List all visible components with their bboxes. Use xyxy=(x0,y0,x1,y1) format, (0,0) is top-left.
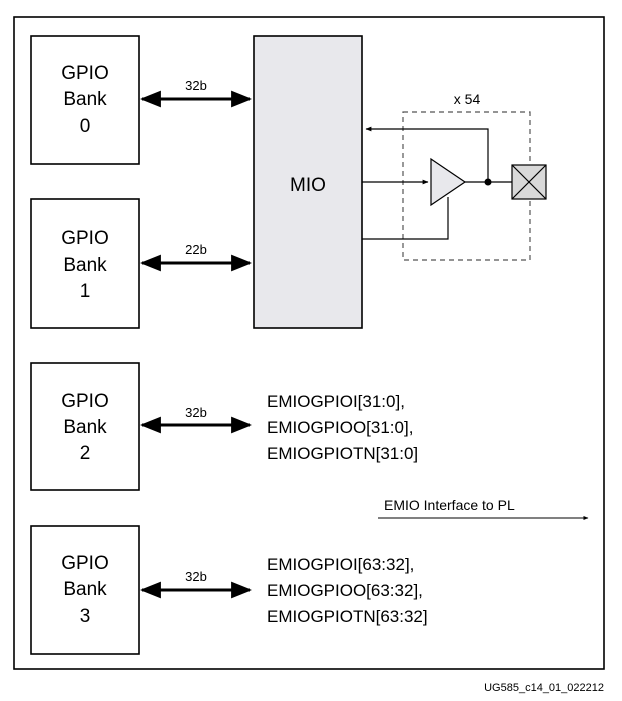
gpio-bank-3-line1: GPIO xyxy=(61,553,109,574)
emio-bank-3-signal-i: EMIOGPIOI[63:32], xyxy=(267,555,414,574)
bank-3-bus-width: 32b xyxy=(185,569,207,584)
junction-dot xyxy=(484,178,492,186)
mio-label: MIO xyxy=(290,175,326,196)
gpio-bank-3-line3: 3 xyxy=(80,606,91,627)
gpio-bank-1: GPIO Bank 1 xyxy=(30,198,140,329)
bank-2-bus-width: 32b xyxy=(185,405,207,420)
tristate-enable-line xyxy=(362,197,449,240)
mio-block xyxy=(253,35,363,329)
emio-bank-2-signal-o: EMIOGPIOO[31:0], xyxy=(267,418,413,437)
io-multiplier-label: x 54 xyxy=(454,91,481,107)
emio-bank-3-signal-o: EMIOGPIOO[63:32], xyxy=(267,581,423,600)
emio-bank-3-signal-tn: EMIOGPIOTN[63:32] xyxy=(267,607,428,626)
gpio-bank-3-box xyxy=(30,525,140,655)
gpio-bank-2-line3: 2 xyxy=(80,443,91,464)
gpio-bank-1-line2: Bank xyxy=(63,255,107,276)
gpio-bank-0-line1: GPIO xyxy=(61,63,109,84)
gpio-bank-0: GPIO Bank 0 xyxy=(30,35,140,165)
bank-0-bus-width: 32b xyxy=(185,78,207,93)
gpio-bank-0-box xyxy=(30,35,140,165)
emio-bank-2-signal-tn: EMIOGPIOTN[31:0] xyxy=(267,444,418,463)
gpio-bank-1-line3: 1 xyxy=(80,281,91,302)
gpio-bank-0-line2: Bank xyxy=(63,89,107,110)
gpio-bank-3-line2: Bank xyxy=(63,579,107,600)
gpio-bank-2-box xyxy=(30,362,140,491)
io-buffer-group xyxy=(402,111,531,261)
output-buffer-icon xyxy=(430,157,467,207)
gpio-bank-2-line1: GPIO xyxy=(61,391,109,412)
gpio-bank-2: GPIO Bank 2 xyxy=(30,362,140,491)
bank-1-bus-width: 22b xyxy=(185,242,207,257)
gpio-bank-2-line2: Bank xyxy=(63,417,107,438)
gpio-bank-1-line1: GPIO xyxy=(61,228,109,249)
io-pad-icon xyxy=(511,164,547,200)
emio-interface-label: EMIO Interface to PL xyxy=(384,497,515,513)
gpio-bank-3: GPIO Bank 3 xyxy=(30,525,140,655)
figure-id: UG585_c14_01_022212 xyxy=(484,682,604,694)
input-return-line xyxy=(365,126,489,182)
outer-frame xyxy=(13,16,605,670)
gpio-bank-0-line3: 0 xyxy=(80,116,91,137)
gpio-bank-1-box xyxy=(30,198,140,329)
emio-bank-2-signal-i: EMIOGPIOI[31:0], xyxy=(267,392,405,411)
